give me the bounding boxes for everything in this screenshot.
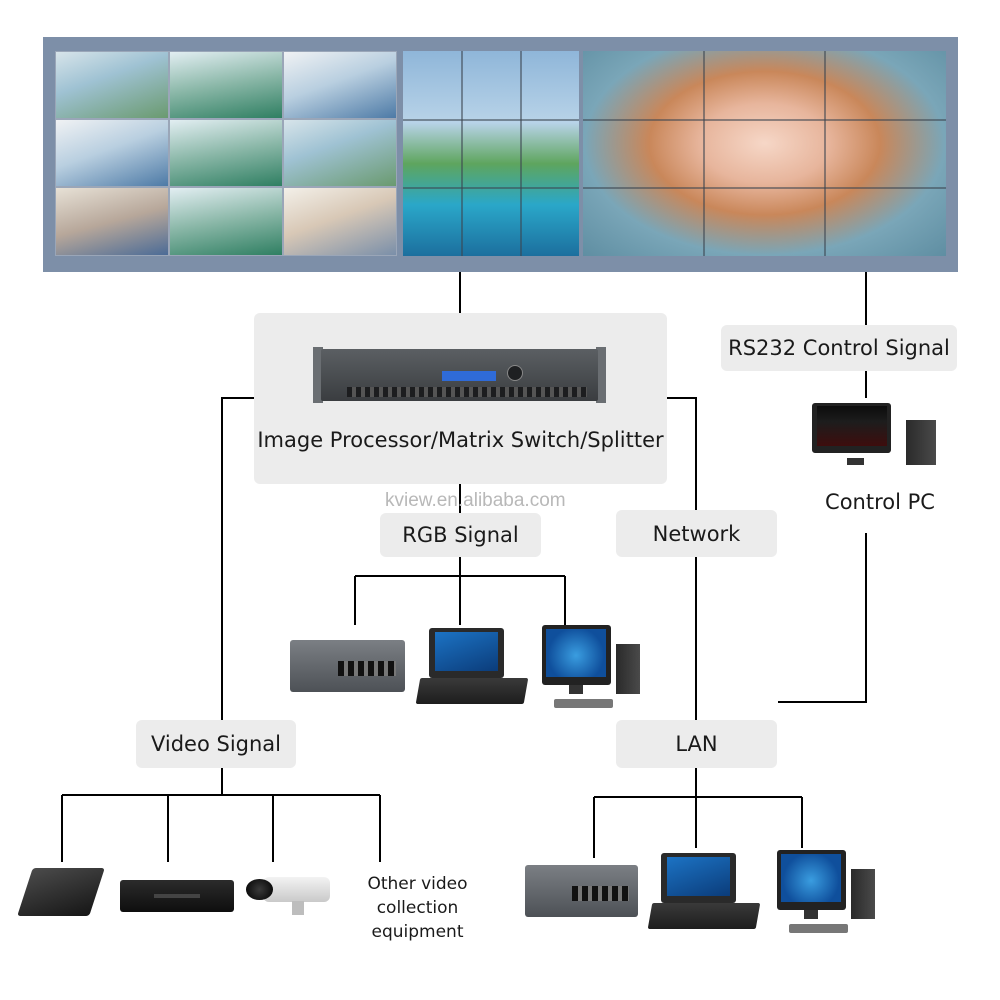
watermark: kview.en.alibaba.com	[385, 490, 566, 511]
processor-label: Image Processor/Matrix Switch/Splitter	[257, 428, 664, 452]
desktop-pc-icon	[812, 403, 936, 481]
network-label: Network	[616, 510, 777, 557]
lan-network-switch-icon	[525, 865, 638, 917]
network-switch-icon	[290, 640, 405, 692]
rgb-signal-label: RGB Signal	[380, 513, 541, 557]
cctv-grid-panel	[55, 51, 397, 256]
lan-desktop-computer-icon	[777, 850, 875, 936]
rs232-label: RS232 Control Signal	[721, 325, 957, 371]
resort-panel	[403, 51, 579, 256]
video-signal-label: Video Signal	[136, 720, 296, 768]
desktop-computer-icon	[542, 625, 640, 711]
video-wall	[43, 37, 958, 272]
portrait-panel	[583, 51, 946, 256]
rack-processor-icon	[313, 341, 606, 405]
security-camera-icon	[246, 870, 330, 916]
lan-laptop-icon	[647, 853, 761, 939]
laptop-icon	[415, 628, 529, 714]
dvr-recorder-icon	[120, 880, 234, 912]
other-video-label: Other video collection equipment	[367, 874, 468, 942]
control-pc-label: Control PC	[825, 490, 935, 514]
lan-label: LAN	[616, 720, 777, 768]
